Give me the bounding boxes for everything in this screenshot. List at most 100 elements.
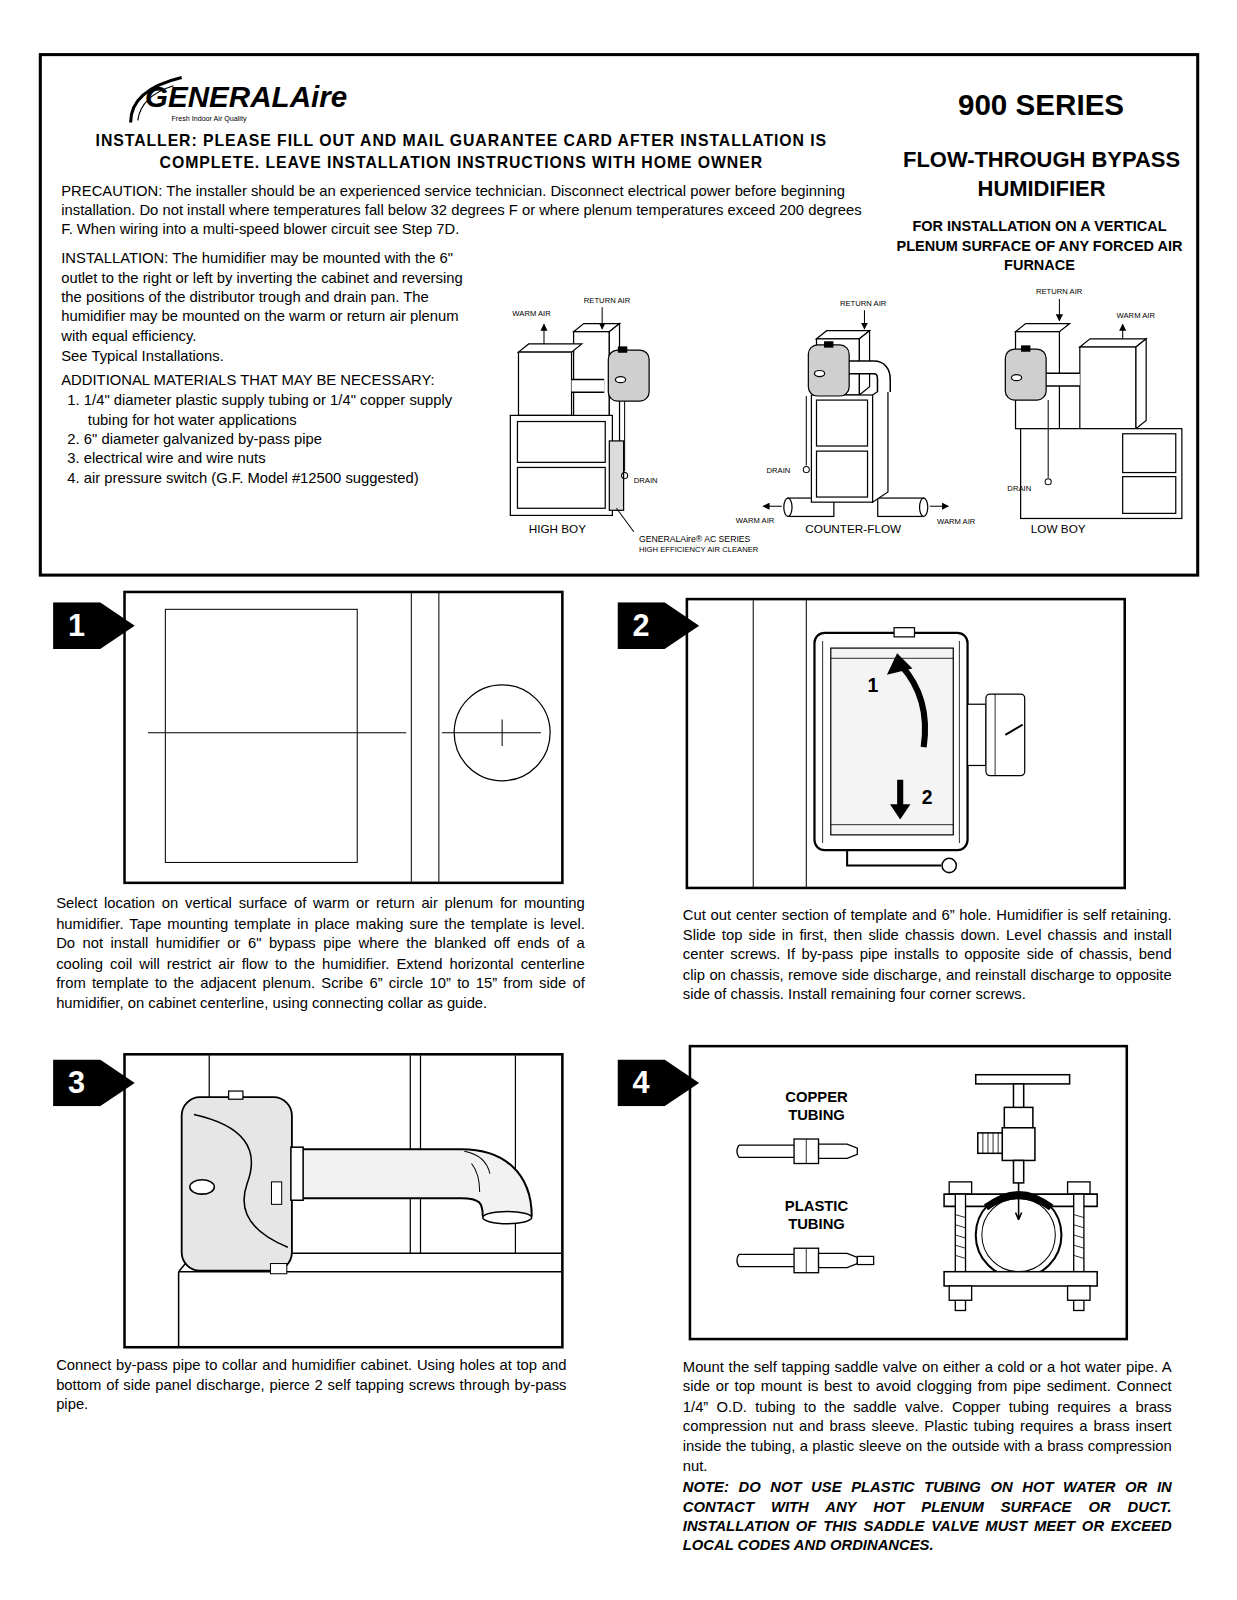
step2-chassis — [822, 641, 823, 843]
low-boy-furnace — [1043, 374, 1080, 385]
step-flag: 1 — [53, 602, 135, 649]
step2-chassis — [890, 804, 910, 819]
step1-template — [411, 593, 412, 882]
step4-tubing-and-valve — [794, 1139, 818, 1163]
step4-tubing-and-valve — [794, 1248, 818, 1272]
step-caption: Mount the self tapping saddle valve on e… — [683, 1357, 1172, 1476]
high-boy-furnace — [615, 377, 625, 383]
install-type: HIGH BOY — [529, 523, 586, 537]
air-cleaner-label: HIGH EFFICIENCY AIR CLEANER — [639, 545, 758, 554]
step4-tubing-and-valve — [819, 1253, 858, 1267]
counter-flow-leaders — [864, 310, 865, 328]
low-boy-furnace — [1080, 347, 1136, 429]
low-boy-leaders — [1045, 479, 1051, 485]
step2-chassis — [986, 694, 1025, 776]
counter-flow-furnace — [817, 451, 868, 497]
low-boy-leaders — [1122, 325, 1123, 339]
step-flag-shape — [53, 1059, 135, 1106]
installation-text: INSTALLATION: The humidifier may be moun… — [61, 249, 481, 346]
materials-heading: ADDITIONAL MATERIALS THAT MAY BE NECESSA… — [61, 370, 490, 389]
step1-template — [438, 593, 439, 882]
high-boy-furnace — [517, 467, 605, 508]
brand-logo: GENERALAire — [145, 80, 347, 116]
part-label: PLASTIC TUBING — [768, 1198, 866, 1233]
step1-template — [442, 732, 541, 733]
step2-chassis — [1005, 725, 1022, 735]
air-label: RETURN AIR — [1036, 287, 1082, 296]
step4-tubing-and-valve — [949, 1286, 971, 1300]
high-boy-furnace — [518, 344, 581, 352]
materials-item: 1. 1/4" diameter plastic supply tubing o… — [67, 391, 471, 430]
step3-bypass-pipe — [303, 1174, 507, 1217]
install-type: LOW BOY — [1031, 523, 1086, 537]
air-label: WARM AIR — [937, 516, 975, 525]
counter-flow-leaders — [763, 310, 948, 506]
step2-chassis — [687, 599, 1125, 888]
air-label: WARM AIR — [512, 309, 550, 318]
step1-template — [454, 685, 550, 781]
high-boy-leaders — [616, 508, 633, 531]
step-flag-shape — [617, 1059, 699, 1106]
counter-flow-furnace — [825, 342, 833, 347]
step-flag: 2 — [617, 602, 699, 649]
step2-chassis — [831, 824, 953, 825]
step4-tubing-and-valve — [1002, 1128, 1035, 1161]
step4-tubing-and-valve — [690, 1046, 1127, 1339]
drain-label: DRAIN — [634, 476, 658, 485]
step4-tubing-and-valve — [944, 1272, 1097, 1286]
step2-chassis — [831, 648, 953, 835]
high-boy-leaders — [543, 325, 544, 344]
install-type: COUNTER-FLOW — [805, 523, 901, 537]
counter-flow-leaders — [806, 396, 807, 465]
callout-number: 2 — [922, 787, 933, 810]
step4-tubing-and-valve — [1016, 1183, 1022, 1220]
low-boy-furnace — [1005, 349, 1046, 400]
high-boy-leaders — [544, 307, 634, 532]
step2-chassis — [831, 658, 953, 659]
counter-flow-furnace — [847, 367, 884, 391]
counter-flow-furnace — [784, 498, 792, 516]
document-title: 900 SERIES — [939, 88, 1143, 123]
step2-chassis — [942, 858, 956, 872]
low-boy-furnace — [1022, 346, 1030, 351]
low-boy-furnace — [1123, 477, 1176, 514]
step3-bypass-pipe — [303, 1174, 507, 1217]
step-caption: Connect by-pass pipe to collar and humid… — [56, 1355, 566, 1415]
step2-chassis — [847, 850, 941, 865]
air-label: WARM AIR — [736, 515, 774, 524]
high-boy-furnace — [510, 415, 612, 515]
high-boy-leaders — [602, 307, 603, 328]
low-boy-leaders — [1059, 299, 1060, 320]
high-boy-leaders — [624, 401, 625, 471]
drain-label: DRAIN — [1007, 484, 1031, 493]
header-panel: INSTALLER: PLEASE FILL OUT AND MAIL GUAR… — [39, 53, 1199, 577]
step4-tubing-and-valve — [1013, 1084, 1023, 1108]
step2-chassis — [806, 600, 807, 887]
low-boy-furnace — [1011, 375, 1021, 381]
installer-notice: INSTALLER: PLEASE FILL OUT AND MAIL GUAR… — [53, 130, 870, 175]
low-boy-leaders — [1048, 400, 1049, 478]
air-label: RETURN AIR — [584, 296, 630, 305]
step-number: 3 — [53, 1059, 100, 1106]
step2-chassis — [687, 599, 1125, 888]
step3-bypass-pipe — [125, 1054, 563, 1347]
installation-note: See Typical Installations. — [61, 347, 367, 366]
callout-number: 1 — [868, 675, 879, 698]
low-boy-furnace — [1005, 324, 1182, 519]
low-boy-furnace — [1123, 434, 1176, 473]
counter-flow-furnace — [878, 498, 924, 516]
step4-tubing-and-valve — [983, 1133, 998, 1153]
low-boy-furnace — [1136, 339, 1146, 429]
step2-chassis — [995, 694, 996, 776]
step1-template — [125, 592, 563, 883]
step4-tubing-and-valve — [976, 1075, 1070, 1084]
step1-template — [502, 720, 503, 747]
step-caption: Cut out center section of template and 6… — [683, 905, 1172, 1005]
step3-bypass-pipe — [182, 1097, 292, 1271]
step3-bypass-pipe — [291, 1147, 303, 1200]
step-flag: 4 — [617, 1059, 699, 1106]
step-number: 1 — [53, 602, 100, 649]
step1-template — [165, 609, 357, 862]
materials-item: 4. air pressure switch (G.F. Model #1250… — [67, 468, 471, 487]
